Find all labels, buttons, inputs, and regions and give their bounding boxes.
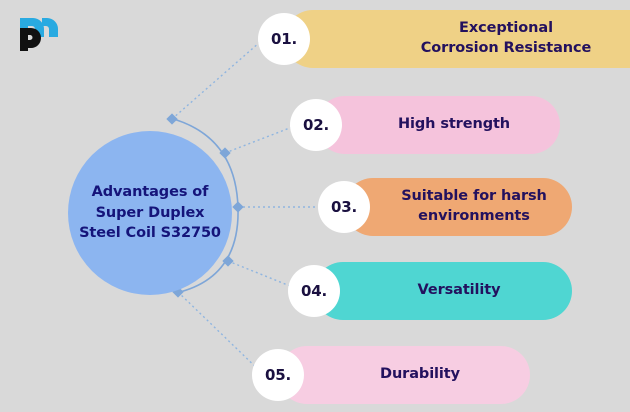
item-pill-5[interactable]: Durability bbox=[278, 346, 530, 404]
central-hub: Advantages of Super Duplex Steel Coil S3… bbox=[68, 131, 232, 295]
item-label-3-line-1: Suitable for harsh bbox=[401, 188, 547, 205]
leader-line-2 bbox=[224, 123, 301, 154]
hub-title: Advantages of Super Duplex Steel Coil S3… bbox=[75, 182, 225, 244]
item-pill-1[interactable]: Exceptional Corrosion Resistance bbox=[284, 10, 630, 68]
item-label-3-line-2: environments bbox=[418, 208, 530, 224]
leader-line-5 bbox=[177, 291, 265, 376]
logo-m-right-icon bbox=[42, 18, 58, 37]
item-label-3: Suitable for harsh environments bbox=[355, 187, 561, 226]
item-pill-3[interactable]: Suitable for harsh environments bbox=[344, 178, 572, 236]
hub-title-line-2: Super Duplex bbox=[95, 204, 205, 221]
item-number-2: 02. bbox=[303, 116, 329, 134]
item-badge-2[interactable]: 02. bbox=[290, 99, 342, 151]
item-number-3: 03. bbox=[331, 198, 357, 216]
logo-p-icon bbox=[20, 28, 41, 51]
hub-title-line-3: Steel Coil S32750 bbox=[79, 225, 221, 242]
item-number-5: 05. bbox=[265, 366, 291, 384]
item-label-4: Versatility bbox=[372, 281, 515, 301]
item-pill-2[interactable]: High strength bbox=[316, 96, 560, 154]
item-label-2: High strength bbox=[352, 115, 524, 135]
item-label-5: Durability bbox=[334, 365, 474, 385]
item-label-1: Exceptional Corrosion Resistance bbox=[375, 19, 606, 58]
item-badge-5[interactable]: 05. bbox=[252, 349, 304, 401]
item-label-1-line-2: Corrosion Resistance bbox=[420, 40, 592, 56]
item-pill-4[interactable]: Versatility bbox=[314, 262, 572, 320]
leader-line-1 bbox=[171, 34, 269, 120]
arc-node-3 bbox=[232, 201, 244, 213]
item-number-1: 01. bbox=[271, 30, 297, 48]
hub-title-line-1: Advantages of bbox=[91, 184, 209, 201]
item-badge-1[interactable]: 01. bbox=[258, 13, 310, 65]
item-label-4-line-1: Versatility bbox=[417, 282, 501, 299]
item-label-2-line-1: High strength bbox=[397, 116, 511, 133]
arc-node-2 bbox=[219, 147, 231, 159]
item-label-5-line-1: Durability bbox=[380, 366, 460, 383]
item-label-1-line-1: Exceptional bbox=[459, 20, 553, 37]
item-badge-4[interactable]: 04. bbox=[288, 265, 340, 317]
arc-node-4 bbox=[222, 255, 234, 267]
item-number-4: 04. bbox=[301, 282, 327, 300]
item-badge-3[interactable]: 03. bbox=[318, 181, 370, 233]
pm-logo bbox=[20, 18, 58, 51]
